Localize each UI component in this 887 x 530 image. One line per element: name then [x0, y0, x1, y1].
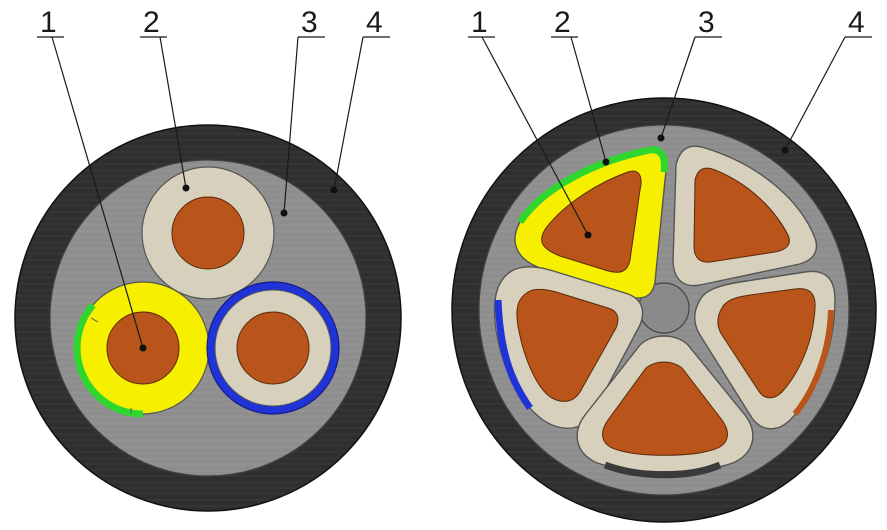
left-callouts: 1 2 3 4	[37, 6, 390, 352]
right-label-3: 3	[698, 6, 715, 39]
left-label-1: 1	[40, 6, 57, 39]
left-core-blue	[206, 281, 340, 415]
right-label-4: 4	[848, 6, 865, 39]
right-sector-right	[694, 270, 836, 430]
left-label-4: 4	[366, 6, 383, 39]
right-sector-top-right	[672, 145, 818, 287]
right-callouts: 1 2 3 4	[468, 6, 872, 239]
left-label-3: 3	[301, 6, 318, 39]
right-cable: 1 2 3 4	[451, 6, 877, 523]
left-cable: 1 2 3 4	[14, 6, 402, 512]
right-label-2: 2	[554, 6, 571, 39]
right-sector-yellow	[514, 146, 668, 299]
left-core-top	[141, 166, 275, 300]
left-label-2: 2	[143, 6, 160, 39]
right-sector-bottom	[576, 335, 754, 479]
right-label-1: 1	[471, 6, 488, 39]
